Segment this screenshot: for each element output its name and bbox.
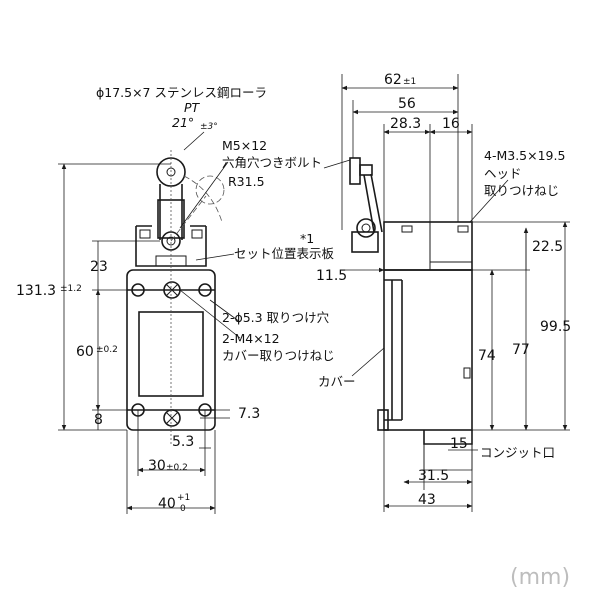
dim-text-56: 56	[398, 96, 416, 112]
set-position-plate	[155, 255, 187, 267]
front-view	[126, 150, 225, 445]
label-angle-tol: ±3°	[200, 122, 218, 132]
label-note1: *1	[300, 231, 314, 246]
dim-text-23: 23	[90, 259, 108, 275]
dim-text-43: 43	[418, 492, 436, 508]
ext-7	[200, 409, 230, 419]
label-radius: R31.5	[228, 174, 265, 189]
side-shaft-boss	[351, 231, 379, 253]
label-roller: ϕ17.5×7 ステンレス鋼ローラ	[96, 85, 267, 100]
side-roller	[349, 157, 361, 185]
label-bolt2: 六角穴つきボルト	[222, 155, 322, 170]
cover-screw-bottom-cross	[165, 411, 179, 425]
leader-set	[195, 253, 235, 261]
side-cover-caps	[384, 279, 402, 421]
head-screw-left	[139, 229, 151, 239]
label-set-position: セット位置表示板	[234, 246, 335, 261]
conduit-port	[423, 430, 473, 445]
side-head-screw1	[401, 225, 413, 233]
mount-hole-top-right	[198, 283, 212, 297]
side-head-screw2	[457, 225, 469, 233]
swing-line	[170, 195, 207, 242]
leader-head	[469, 179, 509, 223]
label-pt: PT	[184, 100, 201, 115]
ext-28	[383, 124, 473, 222]
side-head-base	[429, 261, 473, 271]
side-shaft	[356, 218, 376, 238]
cover-screw-bottom	[163, 409, 181, 427]
leader-screws	[179, 289, 241, 339]
leader-bolt	[179, 161, 229, 229]
dim-text-8: 8	[94, 412, 103, 428]
dim-text-60: 60	[76, 344, 94, 360]
ext-front-bottom	[126, 410, 216, 514]
label-angle: 21°	[172, 115, 194, 130]
ext-62	[341, 74, 459, 230]
dim-text-16: 16	[442, 116, 460, 132]
lever-arm	[159, 184, 183, 240]
leader-cover	[351, 347, 385, 377]
label-holes: 2-ϕ5.3 取りつけ穴	[222, 310, 330, 325]
roller-swung	[195, 175, 225, 205]
dim-text-74: 74	[478, 348, 496, 364]
label-head1: 4-M3.5×19.5	[484, 148, 565, 163]
ext-131	[58, 163, 171, 431]
dim-text-5: 5.3	[172, 434, 194, 450]
leader-side-roller	[323, 159, 351, 169]
dim-text-22: 22.5	[532, 239, 563, 255]
label-head3: 取りつけねじ	[484, 183, 559, 198]
side-body	[383, 269, 473, 431]
leader-pt	[183, 131, 205, 151]
dim-text-28: 28.3	[390, 116, 421, 132]
dim-text-7: 7.3	[238, 406, 260, 422]
side-detail	[463, 367, 471, 379]
unit-label: (mm)	[510, 565, 570, 590]
label-head2: ヘッド	[484, 166, 522, 181]
dim-text-30-tol: ±0.2	[166, 463, 188, 473]
dim-text-31: 31.5	[418, 468, 449, 484]
leader-holes	[209, 299, 241, 323]
dim-text-40-tol-up: +1	[177, 493, 190, 503]
dim-text-40-tol-dn: 0	[180, 504, 186, 514]
label-bolt1: M5×12	[222, 138, 267, 153]
annotations: ϕ17.5×7 ステンレス鋼ローラ PT 21° ±3° M5×12 六角穴つき…	[16, 72, 571, 590]
label-cover-screw1: 2-M4×12	[222, 331, 280, 346]
dim-text-99: 99.5	[540, 319, 571, 335]
side-bottom-flange	[377, 409, 389, 431]
side-cover-lines	[391, 280, 403, 420]
label-conduit: コンジット口	[480, 445, 555, 460]
cover-screw-top-cross	[165, 283, 179, 297]
dim-text-62: 62	[384, 72, 402, 88]
dim-text-30: 30	[148, 458, 166, 474]
side-roller-axle	[359, 164, 373, 176]
dim-text-60-tol: ±0.2	[96, 345, 118, 355]
ext-right	[472, 221, 570, 431]
swing-arc	[183, 175, 223, 223]
side-shaft-center	[361, 223, 371, 233]
head-screw-right	[191, 229, 203, 239]
label-cover-screw2: カバー取りつけねじ	[222, 348, 335, 363]
dim-text-40: 40	[158, 496, 176, 512]
side-head	[383, 221, 473, 271]
dim-text-77: 77	[512, 342, 530, 358]
label-cover: カバー	[318, 374, 356, 389]
dim-text-131: 131.3	[16, 283, 56, 299]
dim-text-11: 11.5	[316, 268, 347, 284]
dimensions	[58, 74, 570, 514]
dim-text-62-tol: ±1	[403, 77, 416, 87]
side-view	[349, 157, 473, 445]
dim-text-15: 15	[450, 436, 468, 452]
dim-text-131-tol: ±1.2	[60, 284, 82, 294]
dim-15-box	[423, 444, 473, 471]
lever-shaft-center	[166, 236, 176, 246]
